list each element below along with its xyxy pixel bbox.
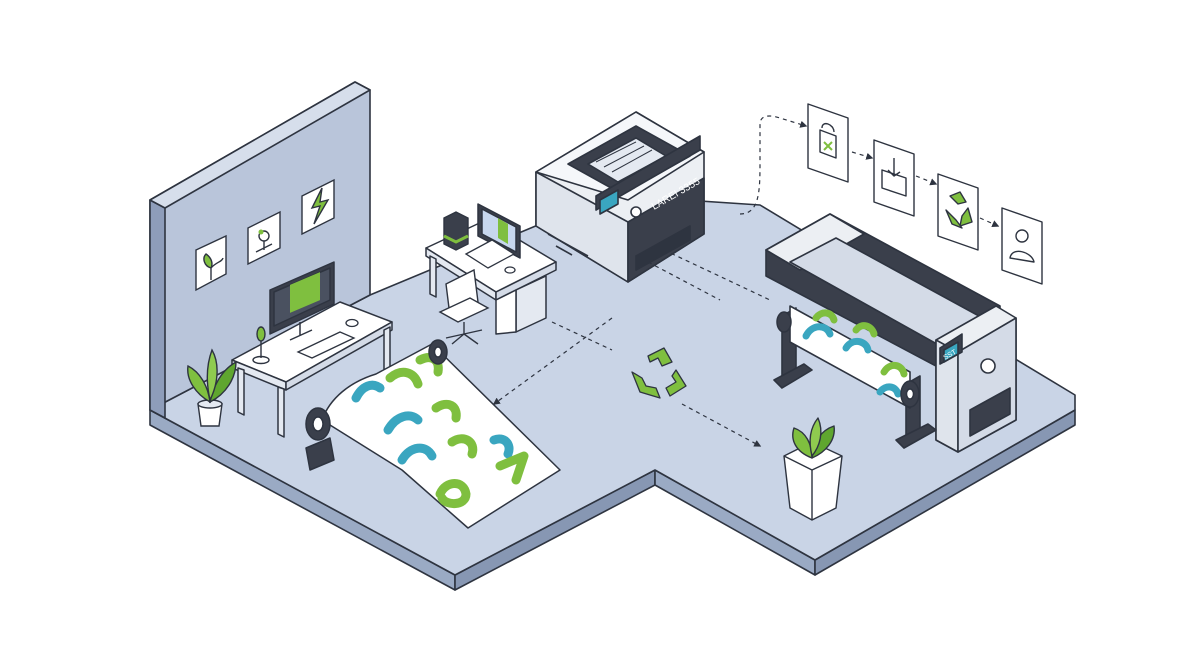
desk-lamp: [252, 326, 270, 365]
desktop-printer: [535, 111, 705, 283]
folder-download-icon: [873, 139, 915, 217]
back-mouse: [504, 266, 516, 274]
recycle-icon: [631, 347, 687, 399]
workflow-dashed-paths: [492, 115, 1000, 447]
user-badge-icon: [1001, 207, 1043, 285]
wide-format-printer: [765, 213, 1017, 453]
left-potted-plant: [187, 348, 237, 427]
left-monitor: [269, 261, 335, 341]
wide-printer-output-pattern: [802, 309, 908, 398]
workflow-icon-cards: [807, 103, 1043, 285]
back-keyboard: [464, 239, 516, 269]
left-keyboard: [296, 331, 356, 359]
recycle-icon: [937, 173, 979, 251]
file-lock-icon: [807, 103, 849, 183]
wide-printer-rollers: [776, 311, 920, 408]
front-potted-plant: [783, 417, 843, 521]
printed-banner-roll: [305, 339, 561, 529]
office-chair: [438, 268, 490, 345]
lightning-icon: [301, 178, 335, 236]
banner-roller: [305, 339, 448, 471]
desktop-speaker: [443, 211, 469, 251]
sprout-icon: [195, 234, 227, 292]
wall-icon-cards: [195, 178, 335, 292]
plant-hand-icon: [247, 210, 281, 266]
left-mouse: [345, 318, 359, 328]
back-monitor: [477, 203, 521, 259]
